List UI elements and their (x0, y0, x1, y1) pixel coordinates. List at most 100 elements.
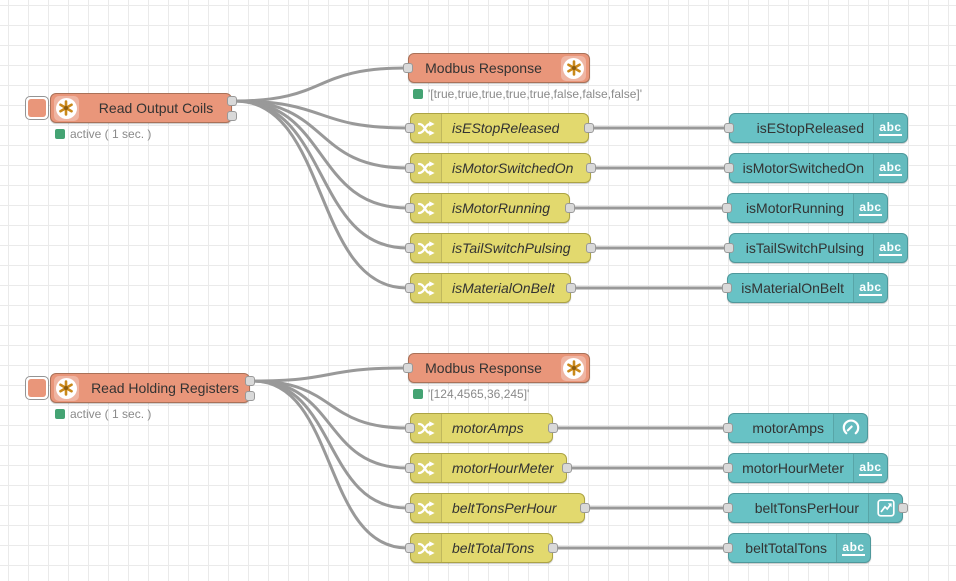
output-port[interactable] (566, 283, 576, 293)
output-port[interactable] (586, 243, 596, 253)
abc-text: abc (859, 201, 881, 216)
wire[interactable] (253, 381, 407, 508)
node-label: motorHourMeter (442, 454, 554, 482)
input-port[interactable] (723, 503, 733, 513)
wire[interactable] (253, 381, 407, 428)
wire[interactable] (253, 368, 405, 381)
output-port[interactable] (565, 203, 575, 213)
wire[interactable] (235, 101, 407, 288)
input-port[interactable] (724, 163, 734, 173)
node-modbus-response-1[interactable]: Modbus Response '[true,true,true,true,tr… (408, 53, 590, 83)
node-ui-beltTotalTons[interactable]: beltTotalTonsabc (728, 533, 871, 563)
abc-icon: abc (873, 114, 907, 142)
input-port[interactable] (722, 283, 732, 293)
node-ui-motorAmps[interactable]: motorAmps (728, 413, 868, 443)
node-switch-isEStopReleased[interactable]: isEStopReleased (410, 113, 589, 143)
input-port[interactable] (405, 463, 415, 473)
node-read-output-coils[interactable]: Read Output Coilsactive ( 1 sec. ) (50, 93, 232, 123)
node-label: Read Output Coils (81, 94, 231, 122)
output-port[interactable] (562, 463, 572, 473)
output-port[interactable] (898, 503, 908, 513)
input-port[interactable] (405, 163, 415, 173)
output-port[interactable] (548, 423, 558, 433)
output-port[interactable] (227, 96, 237, 106)
node-ui-isMotorSwitchedOn[interactable]: isMotorSwitchedOnabc (729, 153, 908, 183)
node-label: beltTotalTons (729, 534, 836, 562)
input-port[interactable] (723, 423, 733, 433)
node-switch-isMotorRunning[interactable]: isMotorRunning (410, 193, 570, 223)
node-label: beltTotalTons (442, 534, 534, 562)
switch-icon (411, 414, 442, 442)
node-button-fill (28, 379, 46, 397)
status-text: '[true,true,true,true,true,false,false,f… (428, 87, 642, 101)
node-switch-beltTonsPerHour[interactable]: beltTonsPerHour (410, 493, 585, 523)
node-switch-motorHourMeter[interactable]: motorHourMeter (410, 453, 567, 483)
input-port[interactable] (724, 123, 734, 133)
switch-icon (411, 194, 442, 222)
node-switch-isMaterialOnBelt[interactable]: isMaterialOnBelt (410, 273, 571, 303)
input-port[interactable] (403, 363, 413, 373)
input-port[interactable] (405, 243, 415, 253)
node-label: beltTonsPerHour (729, 494, 868, 522)
node-switch-isTailSwitchPulsing[interactable]: isTailSwitchPulsing (410, 233, 591, 263)
node-switch-isMotorSwitchedOn[interactable]: isMotorSwitchedOn (410, 153, 591, 183)
input-port[interactable] (403, 63, 413, 73)
node-ui-isMotorRunning[interactable]: isMotorRunning abc (727, 193, 888, 223)
node-label: isMaterialOnBelt (442, 274, 555, 302)
output-port[interactable] (227, 111, 237, 121)
node-label: isTailSwitchPulsing (442, 234, 571, 262)
node-label: Modbus Response (409, 54, 558, 82)
abc-icon: abc (873, 154, 907, 182)
input-port[interactable] (724, 243, 734, 253)
node-trigger-button[interactable] (25, 376, 49, 400)
gauge-icon (833, 414, 867, 442)
switch-icon (411, 234, 442, 262)
wire[interactable] (235, 101, 407, 168)
node-label: Modbus Response (409, 354, 558, 382)
node-trigger-button[interactable] (25, 96, 49, 120)
node-ui-beltTonsPerHour[interactable]: beltTonsPerHour (728, 493, 903, 523)
input-port[interactable] (723, 543, 733, 553)
abc-icon: abc (853, 274, 887, 302)
node-label: isMaterialOnBelt (728, 274, 853, 302)
node-label: isMotorRunning (442, 194, 550, 222)
switch-icon (411, 114, 442, 142)
node-ui-motorHourMeter[interactable]: motorHourMeterabc (728, 453, 888, 483)
output-port[interactable] (245, 391, 255, 401)
switch-icon (411, 494, 442, 522)
output-port[interactable] (586, 163, 596, 173)
node-label: motorHourMeter (729, 454, 853, 482)
node-label: isEStopReleased (730, 114, 873, 142)
node-modbus-response-2[interactable]: Modbus Response '[124,4565,36,245]' (408, 353, 590, 383)
input-port[interactable] (405, 543, 415, 553)
input-port[interactable] (405, 283, 415, 293)
wire[interactable] (235, 101, 407, 248)
node-label: isMotorSwitchedOn (730, 154, 873, 182)
input-port[interactable] (405, 123, 415, 133)
wire[interactable] (235, 68, 405, 101)
output-port[interactable] (580, 503, 590, 513)
node-status: active ( 1 sec. ) (55, 407, 151, 421)
input-port[interactable] (405, 423, 415, 433)
wire[interactable] (253, 381, 407, 468)
node-button-fill (28, 99, 46, 117)
switch-icon (411, 274, 442, 302)
node-label: isTailSwitchPulsing (730, 234, 873, 262)
node-switch-beltTotalTons[interactable]: beltTotalTons (410, 533, 553, 563)
output-port[interactable] (584, 123, 594, 133)
input-port[interactable] (722, 203, 732, 213)
output-port[interactable] (548, 543, 558, 553)
node-switch-motorAmps[interactable]: motorAmps (410, 413, 553, 443)
node-ui-isEStopReleased[interactable]: isEStopReleasedabc (729, 113, 908, 143)
modbus-icon (51, 94, 81, 122)
input-port[interactable] (405, 203, 415, 213)
node-label: isMotorRunning (728, 194, 853, 222)
node-read-holding-registers[interactable]: Read Holding Registersactive ( 1 sec. ) (50, 373, 250, 403)
output-port[interactable] (245, 376, 255, 386)
node-ui-isMaterialOnBelt[interactable]: isMaterialOnBeltabc (727, 273, 888, 303)
input-port[interactable] (405, 503, 415, 513)
input-port[interactable] (723, 463, 733, 473)
modbus-icon (558, 54, 589, 82)
node-ui-isTailSwitchPulsing[interactable]: isTailSwitchPulsingabc (729, 233, 908, 263)
